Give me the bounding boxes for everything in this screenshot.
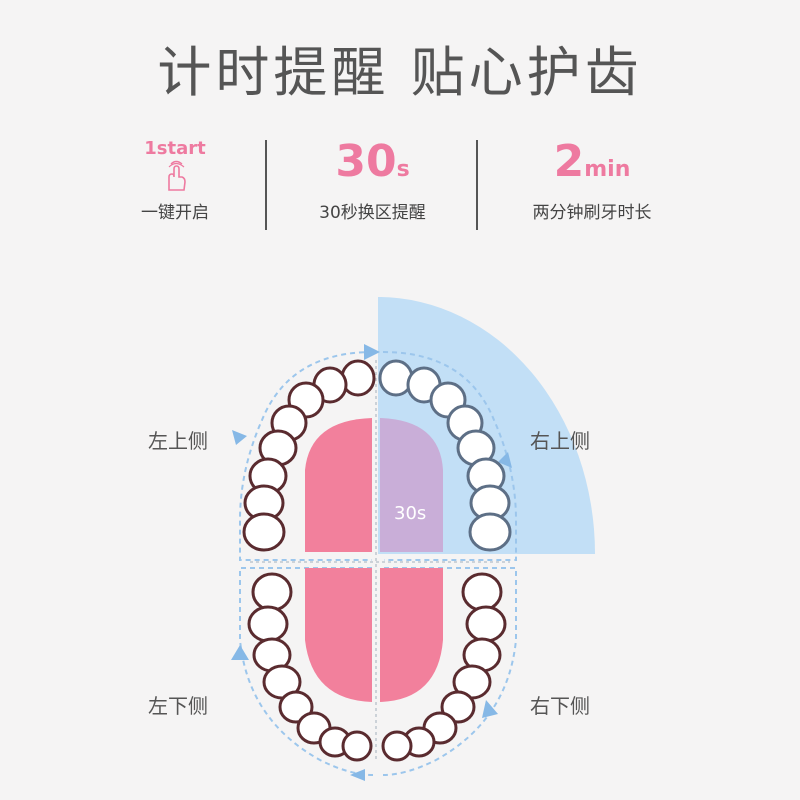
tooth xyxy=(381,730,413,762)
teeth-group xyxy=(242,359,512,762)
finger-tap-icon xyxy=(115,160,235,194)
zone-outline xyxy=(239,351,517,776)
tooth xyxy=(468,512,512,552)
interval-value: 30 xyxy=(335,136,397,187)
tooth xyxy=(242,512,286,552)
start-label: 1start xyxy=(144,138,206,159)
tooth xyxy=(341,730,373,762)
duration-unit: min xyxy=(584,157,631,182)
tooth xyxy=(461,572,503,612)
duration-stat: 2min 两分钟刷牙时长 xyxy=(512,140,672,224)
palate xyxy=(305,418,443,702)
zone-label-upper-left: 左上侧 xyxy=(148,429,208,453)
active-zone-timer: 30s xyxy=(394,503,427,524)
stat-divider xyxy=(265,140,267,230)
tooth xyxy=(251,572,293,612)
interval-unit: s xyxy=(396,157,410,182)
zone-label-lower-right: 右下侧 xyxy=(530,694,590,718)
start-caption: 一键开启 xyxy=(141,203,209,223)
tooth xyxy=(465,605,507,643)
zone-label-lower-left: 左下侧 xyxy=(148,694,208,718)
interval-stat: 30s 30秒换区提醒 xyxy=(300,140,445,224)
interval-caption: 30秒换区提醒 xyxy=(319,203,426,223)
duration-caption: 两分钟刷牙时长 xyxy=(532,203,652,223)
duration-value: 2 xyxy=(553,136,585,187)
zone-label-upper-right: 右上侧 xyxy=(530,429,590,453)
tooth xyxy=(247,605,289,643)
stat-divider xyxy=(476,140,478,230)
quadrant-divider xyxy=(250,360,510,760)
page-title: 计时提醒 贴心护齿 xyxy=(157,41,643,104)
direction-arrow xyxy=(231,344,512,781)
one-key-start: 1start 一键开启 xyxy=(115,138,235,224)
